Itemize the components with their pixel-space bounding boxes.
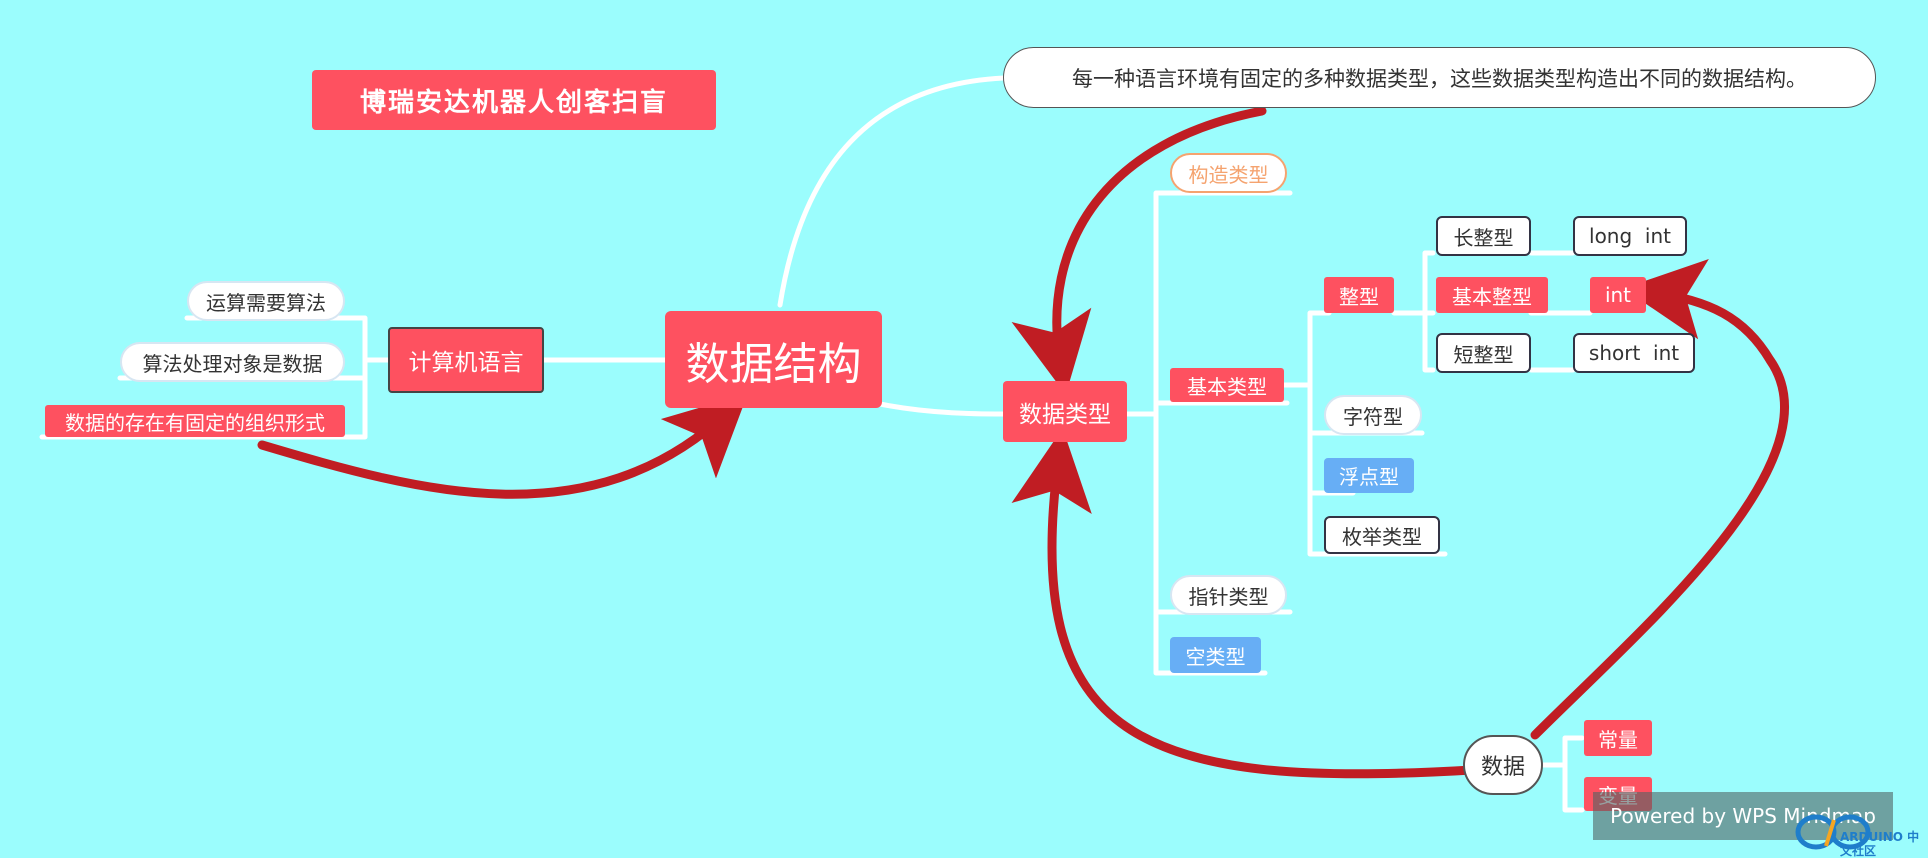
topic-algorithm-needed[interactable]: 运算需要算法 xyxy=(187,281,345,321)
branch-central-to-callout xyxy=(777,75,1007,308)
watermark-logo-icon xyxy=(1795,814,1871,850)
branch-integer-codes xyxy=(1528,250,1593,373)
branch-central-to-types xyxy=(877,401,1006,417)
arrow-data-to-int xyxy=(1530,259,1789,740)
topic-integer-type[interactable]: 整型 xyxy=(1324,277,1394,313)
topic-enum-type[interactable]: 枚举类型 xyxy=(1324,516,1440,554)
central-topic[interactable]: 数据结构 xyxy=(665,311,882,408)
topic-float-type[interactable]: 浮点型 xyxy=(1324,458,1414,493)
topic-data[interactable]: 数据 xyxy=(1463,735,1543,795)
arrow-organization-to-central xyxy=(257,393,748,499)
topic-void-type[interactable]: 空类型 xyxy=(1170,637,1261,673)
topic-short-integer[interactable]: 短整型 xyxy=(1436,333,1531,373)
topic-constant[interactable]: 常量 xyxy=(1584,720,1652,756)
code-int[interactable]: int xyxy=(1590,277,1646,313)
topic-data-organization[interactable]: 数据的存在有固定的组织形式 xyxy=(45,405,345,437)
topic-basic-type[interactable]: 基本类型 xyxy=(1170,368,1284,402)
watermark-text: ARDUINO 中文社区 xyxy=(1840,830,1920,858)
relation-arrows xyxy=(257,106,1789,779)
topic-computer-language[interactable]: 计算机语言 xyxy=(388,327,544,393)
branch-types-children xyxy=(1124,190,1293,676)
topic-pointer-type[interactable]: 指针类型 xyxy=(1170,575,1287,615)
code-long-int[interactable]: long int xyxy=(1573,216,1687,256)
topic-data-types[interactable]: 数据类型 xyxy=(1003,381,1127,442)
topic-basic-integer[interactable]: 基本整型 xyxy=(1436,277,1548,313)
topic-long-integer[interactable]: 长整型 xyxy=(1436,216,1531,256)
code-short-int[interactable]: short int xyxy=(1573,333,1695,373)
topic-algorithm-processes-data[interactable]: 算法处理对象是数据 xyxy=(120,342,345,382)
arrow-data-to-types xyxy=(1011,428,1477,779)
branch-data-children xyxy=(1539,735,1585,813)
arrow-callout-to-types xyxy=(1011,106,1267,395)
tree-branches xyxy=(39,75,1593,813)
branch-integer-children xyxy=(1391,250,1436,373)
callout-note[interactable]: 每一种语言环境有固定的多种数据类型，这些数据类型构造出不同的数据结构。 xyxy=(1003,47,1876,108)
topic-constructed-type[interactable]: 构造类型 xyxy=(1170,153,1287,193)
banner-title: 博瑞安达机器人创客扫盲 xyxy=(312,70,716,130)
topic-char-type[interactable]: 字符型 xyxy=(1324,395,1422,435)
